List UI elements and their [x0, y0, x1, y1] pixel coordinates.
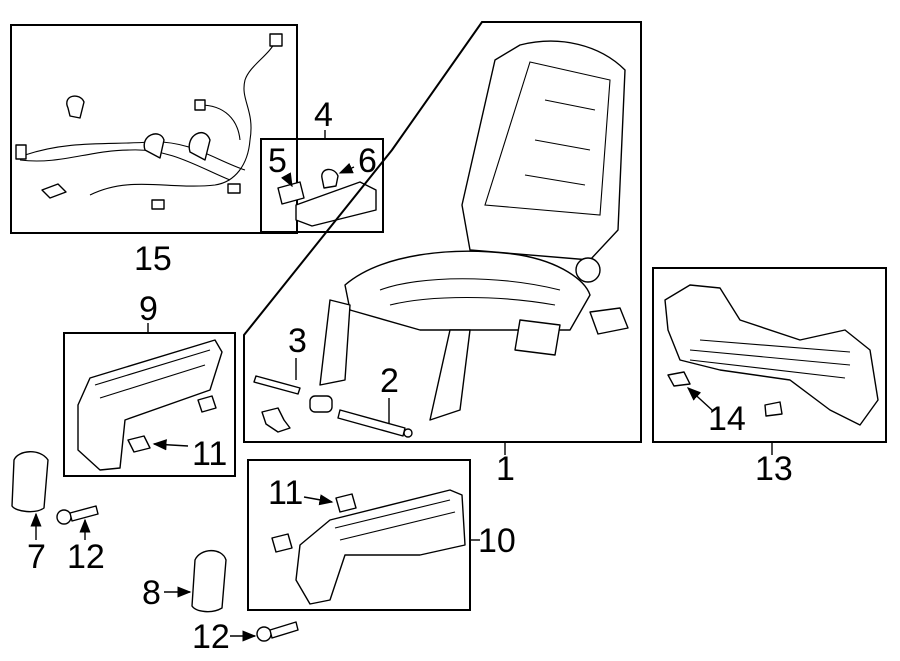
callout-5: 5 [268, 142, 287, 180]
callout-7: 7 [27, 538, 46, 576]
kit-parts [277, 162, 377, 227]
callout-13: 13 [755, 450, 793, 488]
end-cap-8 [164, 549, 227, 613]
callout-15: 15 [134, 240, 172, 278]
side-panel-box [247, 459, 471, 611]
callout-6: 6 [358, 142, 377, 180]
seat-frame-box [243, 21, 642, 443]
callout-12-b: 12 [192, 618, 230, 656]
screw-12-a [56, 505, 99, 540]
callout-4: 4 [314, 96, 333, 134]
callout-14: 14 [708, 400, 746, 438]
callout-11-b: 11 [268, 474, 303, 512]
callout-2: 2 [380, 362, 399, 400]
harness-box [10, 24, 298, 234]
callout-12-a: 12 [67, 538, 105, 576]
callout-3: 3 [288, 322, 307, 360]
callout-1: 1 [496, 450, 515, 488]
callout-11-a: 11 [192, 435, 227, 473]
rear-panel-box [63, 332, 236, 477]
wiring-harness [15, 33, 283, 210]
callout-10: 10 [478, 522, 516, 560]
screw-12-b [230, 621, 299, 642]
end-cap-7 [11, 451, 49, 540]
rods-and-bolts [253, 375, 413, 438]
side-trim-panel [271, 489, 466, 605]
side-trim [664, 284, 879, 426]
seat-frame [319, 40, 629, 421]
callout-9: 9 [139, 290, 158, 328]
rear-trim-panel [77, 339, 223, 471]
kit-box [260, 138, 384, 233]
callout-8: 8 [142, 574, 161, 612]
side-trim-box [652, 267, 887, 443]
